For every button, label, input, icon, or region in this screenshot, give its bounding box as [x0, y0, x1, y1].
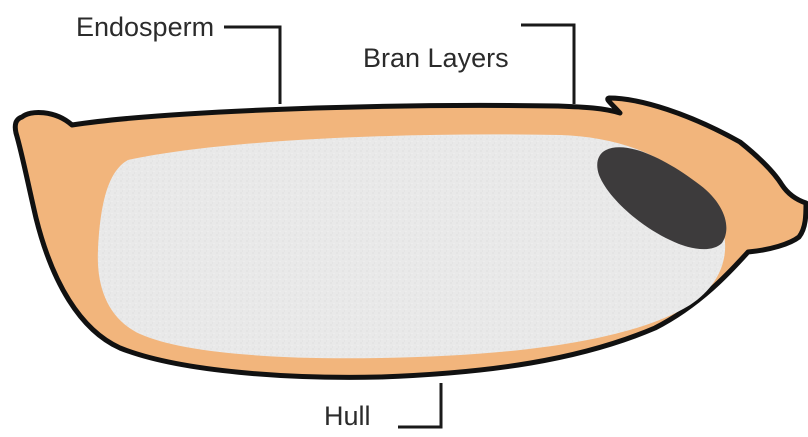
- bran-layers-leader-line: [521, 25, 574, 104]
- hull-label: Hull: [324, 403, 371, 430]
- endosperm-label: Endosperm: [76, 14, 214, 41]
- bran-layers-label: Bran Layers: [363, 45, 509, 72]
- hull-leader-line: [398, 383, 441, 427]
- endosperm-leader-line: [224, 27, 280, 104]
